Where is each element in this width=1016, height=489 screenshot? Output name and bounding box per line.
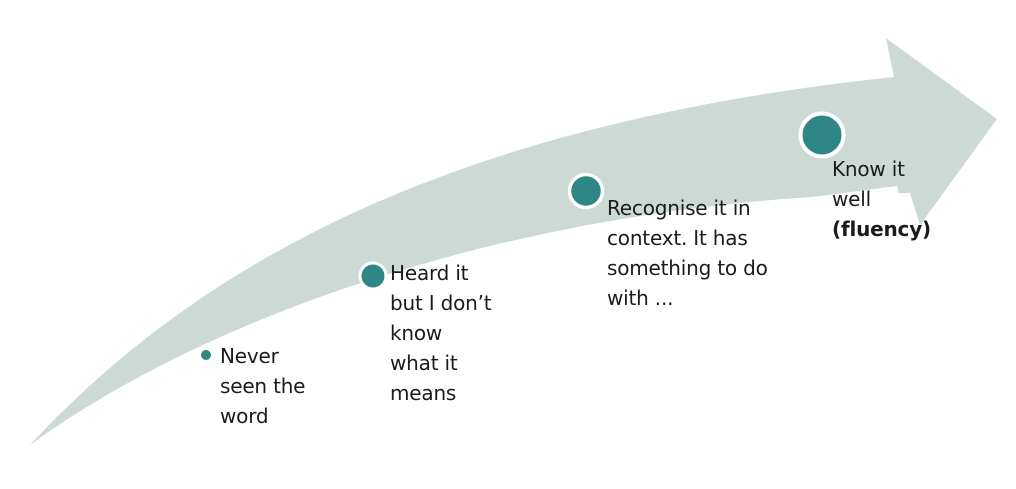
stage-3-label: Recognise it in context. It has somethin…: [607, 193, 768, 313]
stage-2-label-line: means: [390, 381, 457, 405]
stage-4-label: Know it well (fluency): [832, 154, 931, 244]
label-backplate: [760, 186, 914, 256]
stage-1-label-line: Never: [220, 344, 279, 368]
stage-2-label-line: know: [390, 321, 443, 345]
arrow-swoosh-shape: [30, 38, 997, 445]
stage-2-dot: [358, 261, 388, 291]
stage-4-dot: [798, 111, 846, 159]
stage-3-dot: [567, 172, 605, 210]
stage-4-label-line: well: [832, 187, 871, 211]
stage-1-label-line: word: [220, 404, 269, 428]
stage-3-label-line: with ...: [607, 286, 674, 310]
stage-3-label-line: Recognise it in: [607, 196, 751, 220]
stage-1-label-line: seen the: [220, 374, 306, 398]
stage-2-label-line: what it: [390, 351, 458, 375]
stage-3-label-line: something to do: [607, 256, 768, 280]
stage-4-label-line: Know it: [832, 157, 905, 181]
stage-2-label-line: Heard it: [390, 261, 469, 285]
stage-4-label-line-fluency: (fluency): [832, 217, 931, 241]
stage-3-label-line: context. It has: [607, 226, 748, 250]
stage-1-dot: [199, 348, 213, 362]
stage-1-label: Never seen the word: [220, 341, 305, 431]
stage-2-label: Heard it but I don’t know what it means: [390, 258, 492, 408]
stage-2-label-line: but I don’t: [390, 291, 492, 315]
